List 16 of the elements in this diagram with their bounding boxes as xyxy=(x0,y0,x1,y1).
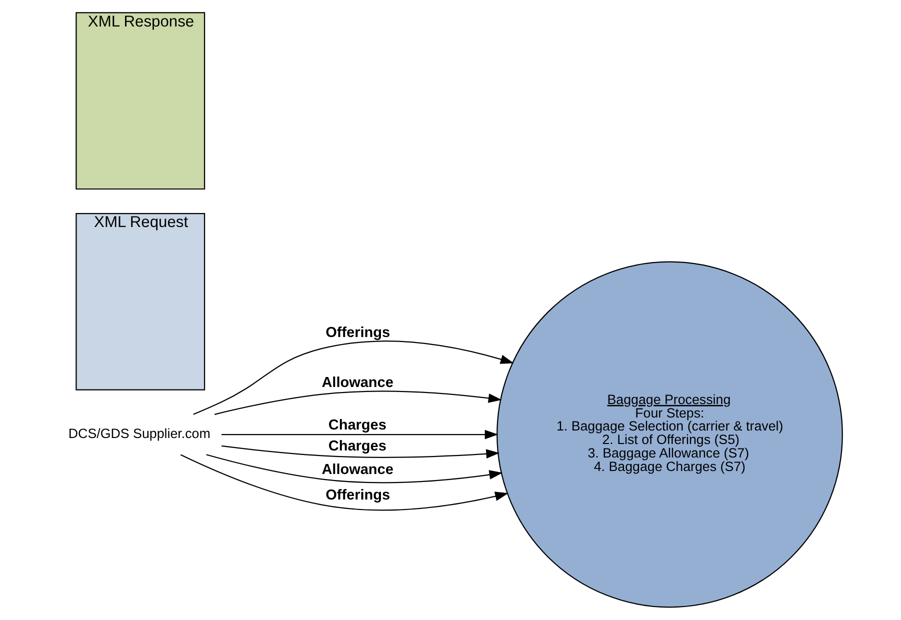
arrow xyxy=(206,454,502,484)
arrow xyxy=(192,340,514,415)
node-box: XML Request xyxy=(75,213,205,390)
edge-label: Offerings xyxy=(325,488,390,504)
edge-label: Charges xyxy=(328,417,386,434)
arrow xyxy=(214,390,502,415)
node-box: XML Response xyxy=(75,12,205,190)
edge-label: Allowance xyxy=(321,374,393,391)
edge-label: Charges xyxy=(328,438,386,455)
node-text: DCS/GDS Supplier.com xyxy=(68,426,210,441)
edge-label: Allowance xyxy=(321,462,393,478)
arrow xyxy=(221,445,500,459)
edge-label: Offerings xyxy=(325,324,390,341)
arrow xyxy=(221,430,498,440)
node-circle: Baggage Processing Four Steps: 1. Baggage Selection (carrier & travel) 2. List of Offerings (S5) 3. Baggage Allowance (S7) 4. Baggage Charges (S7) xyxy=(496,261,842,608)
arrow xyxy=(180,454,508,511)
